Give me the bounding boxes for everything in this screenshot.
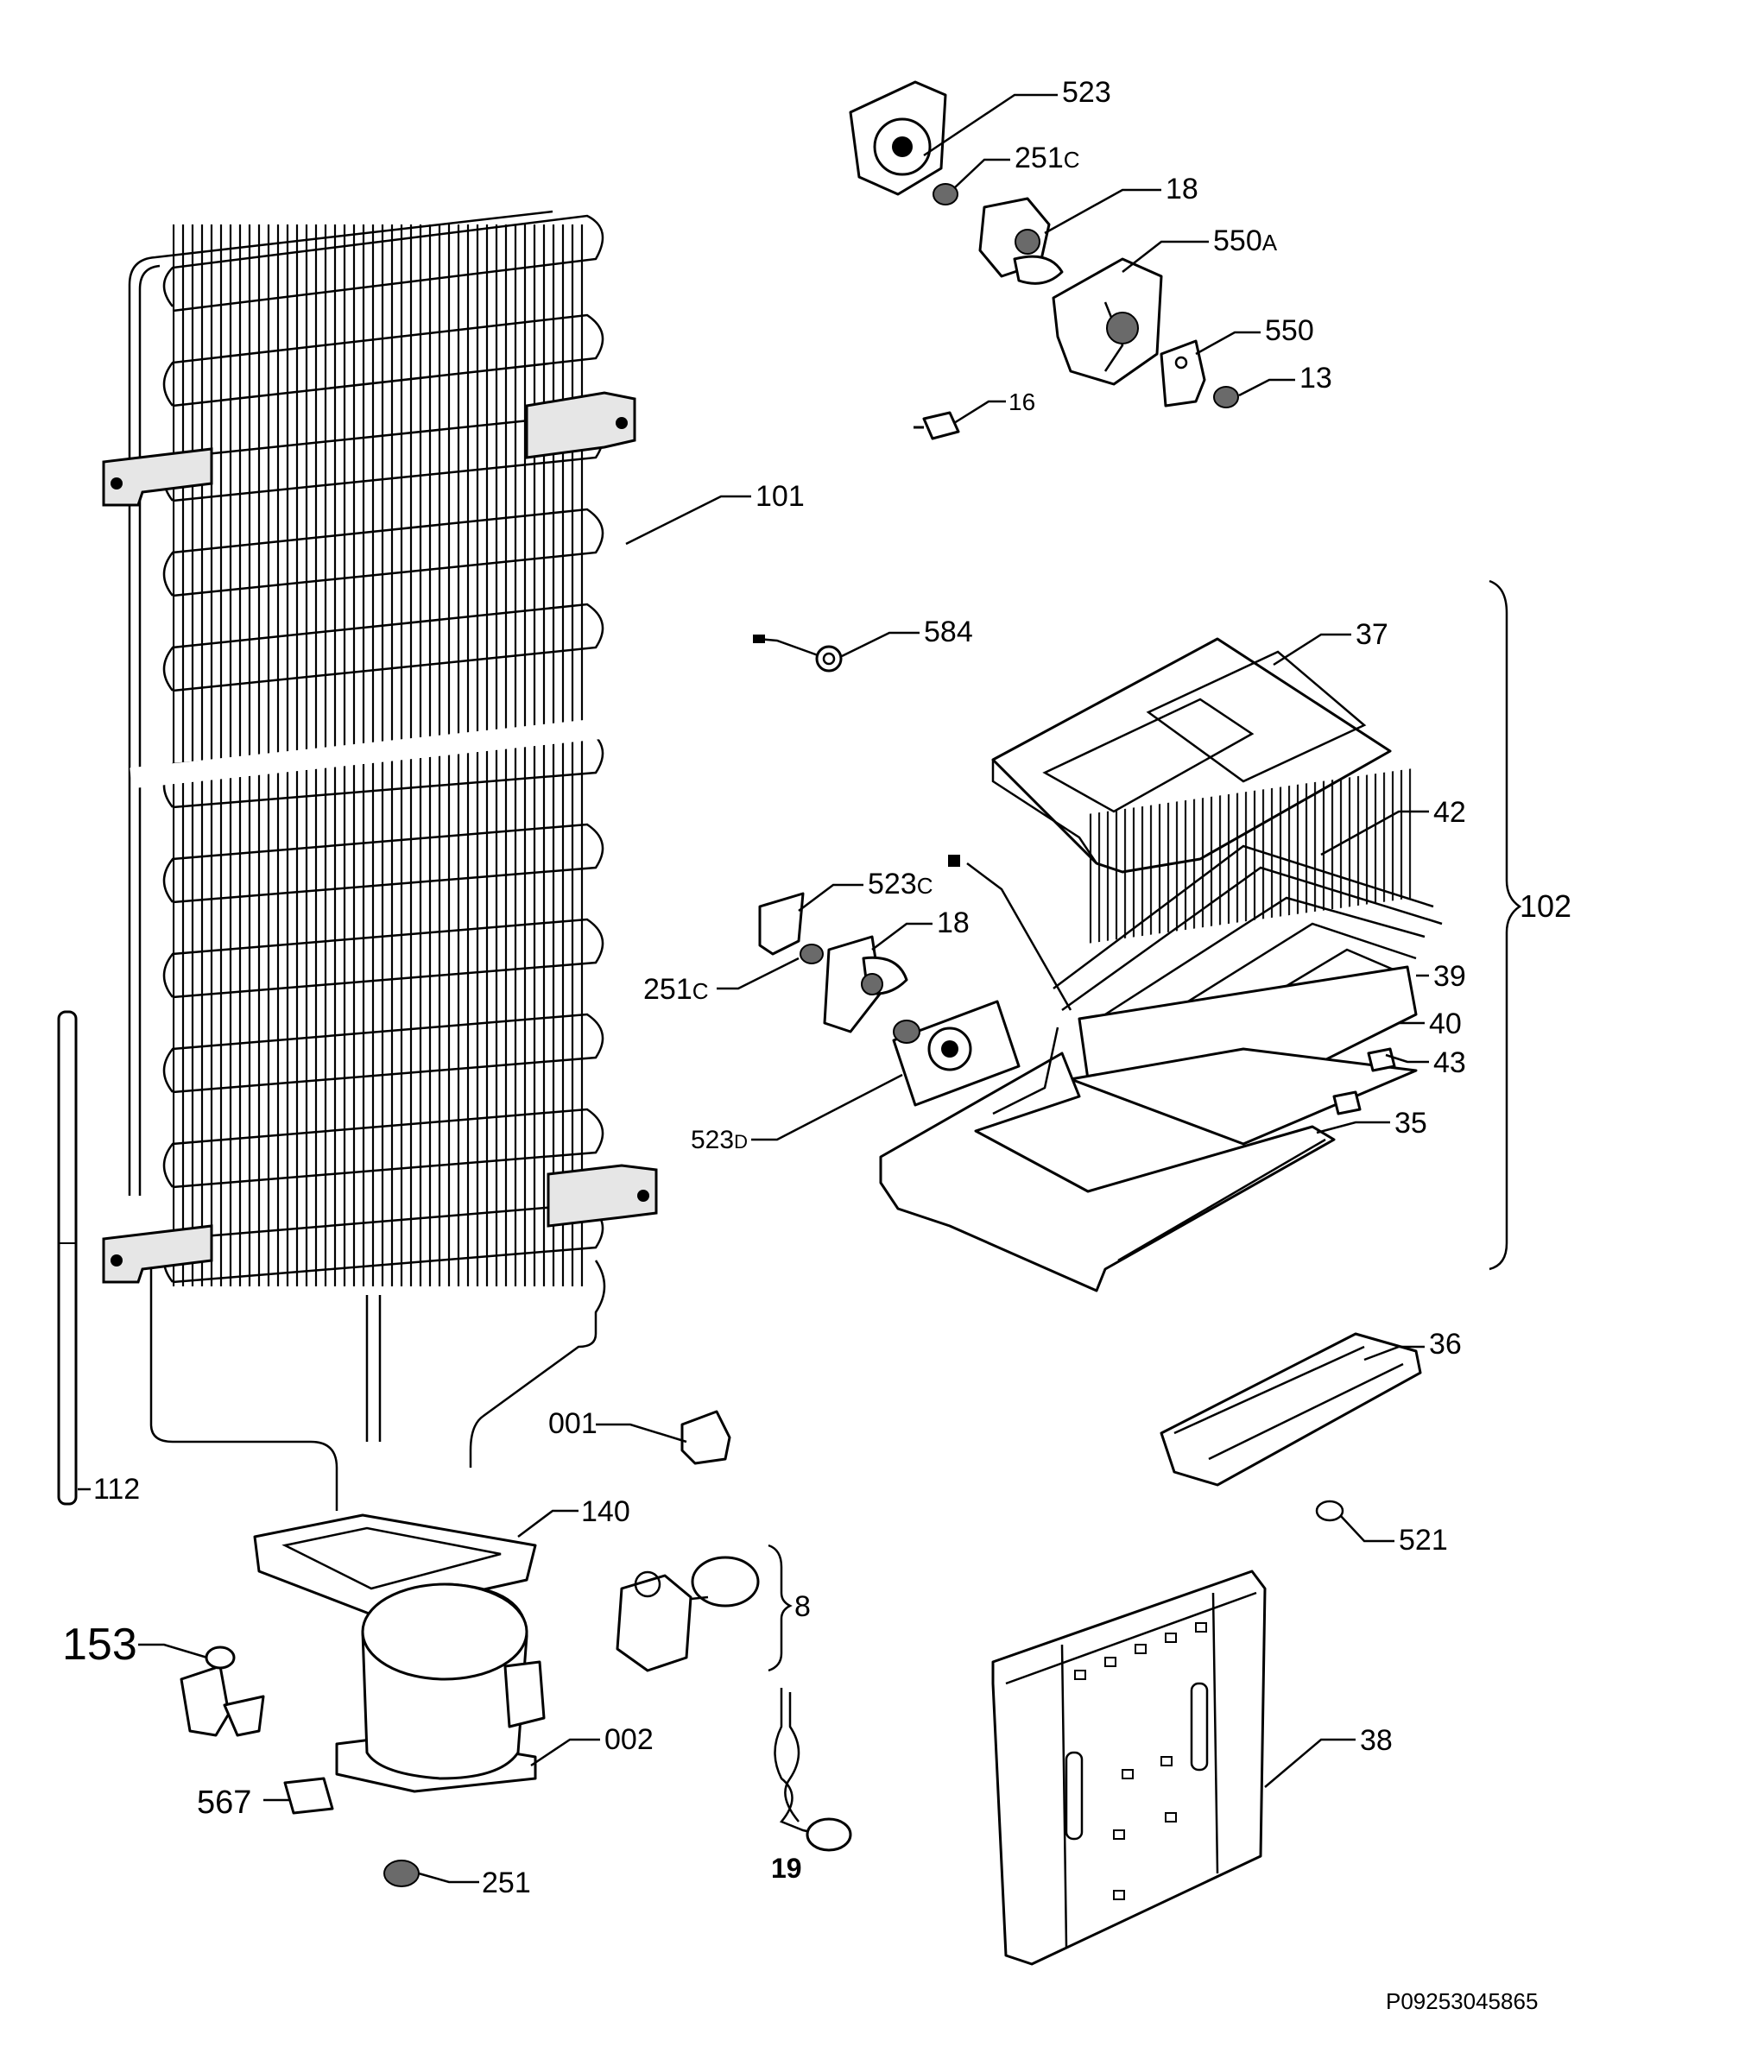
fan-motor-top-drawing xyxy=(978,197,1064,285)
condenser-drawing xyxy=(102,210,658,1511)
label-16: 16 xyxy=(1008,388,1035,415)
label-36: 36 xyxy=(1429,1328,1462,1361)
label-8: 8 xyxy=(794,1590,811,1623)
power-cable-drawing xyxy=(774,1688,852,1852)
clip-drawing xyxy=(1332,1047,1396,1115)
label-584: 584 xyxy=(924,616,973,648)
label-18-middle: 18 xyxy=(937,906,970,939)
label-251c-top: 251C xyxy=(1015,142,1080,174)
fan-plate-drawing xyxy=(892,1000,1021,1107)
switch-drawing xyxy=(914,411,960,440)
condenser-bracket-upper-right xyxy=(525,391,636,459)
label-550: 550 xyxy=(1265,314,1314,347)
label-112: 112 xyxy=(93,1473,140,1506)
condenser-bracket-lower-right xyxy=(547,1164,658,1228)
label-101: 101 xyxy=(756,480,805,513)
label-153: 153 xyxy=(62,1620,137,1670)
fan-motor-middle-drawing xyxy=(823,935,908,1033)
fan-cover-drawing xyxy=(1052,257,1163,386)
label-42: 42 xyxy=(1433,796,1466,829)
fan-grommet-middle-drawing xyxy=(800,944,920,1044)
cover-knob-drawing xyxy=(1213,386,1239,408)
label-550a: 550A xyxy=(1213,224,1278,257)
sensor-drawing xyxy=(753,635,843,673)
label-140: 140 xyxy=(581,1495,630,1528)
label-43: 43 xyxy=(1433,1046,1466,1079)
label-523: 523 xyxy=(1062,76,1111,109)
fan-bracket-drawing xyxy=(758,892,805,956)
valve-drawing xyxy=(180,1646,265,1737)
label-521: 521 xyxy=(1399,1524,1448,1557)
label-102: 102 xyxy=(1520,888,1571,924)
plate-drawing xyxy=(283,1777,334,1815)
leader-lines xyxy=(78,93,1429,1884)
label-39: 39 xyxy=(1433,960,1466,993)
condenser-bracket-lower-left xyxy=(102,1224,213,1284)
starter-kit-drawing xyxy=(616,1556,760,1672)
label-13: 13 xyxy=(1299,362,1332,395)
condenser-bracket-upper-left xyxy=(102,447,213,507)
label-002: 002 xyxy=(604,1723,654,1756)
label-18-top: 18 xyxy=(1166,173,1198,205)
label-35: 35 xyxy=(1394,1107,1427,1140)
insulation-drawing xyxy=(1069,1047,1418,1146)
label-38: 38 xyxy=(1360,1724,1393,1757)
label-251c-middle: 251C xyxy=(643,973,709,1006)
compressor-drawing xyxy=(335,1582,546,1793)
label-001: 001 xyxy=(548,1407,597,1440)
label-251-bottom: 251 xyxy=(482,1867,531,1899)
diagram-code: P09253045865 xyxy=(1386,1988,1538,2014)
label-523c: 523C xyxy=(868,868,933,900)
fan-housing-drawing xyxy=(849,80,947,196)
ring-drawing xyxy=(1315,1500,1344,1522)
part-labels: 523 251C 18 550A 550 13 16 101 584 37 42… xyxy=(62,76,1571,2014)
evaporator-tray-drawing xyxy=(879,1027,1336,1292)
assembly-bracket xyxy=(1489,579,1522,1271)
drain-channel-drawing xyxy=(1160,1332,1422,1487)
fan-cover-plate-drawing xyxy=(1160,339,1206,407)
label-523d: 523D xyxy=(691,1126,748,1154)
pipe-drawing xyxy=(57,1010,78,1506)
relay-drawing xyxy=(680,1410,731,1465)
fan-grommet-top-drawing xyxy=(933,183,958,205)
label-567: 567 xyxy=(197,1785,251,1821)
label-40: 40 xyxy=(1429,1008,1462,1040)
starter-kit-bracket xyxy=(768,1544,793,1672)
rear-panel-drawing xyxy=(991,1570,1267,1966)
label-19: 19 xyxy=(771,1853,802,1884)
label-37: 37 xyxy=(1356,618,1388,651)
grommet-bottom-drawing xyxy=(383,1860,420,1887)
